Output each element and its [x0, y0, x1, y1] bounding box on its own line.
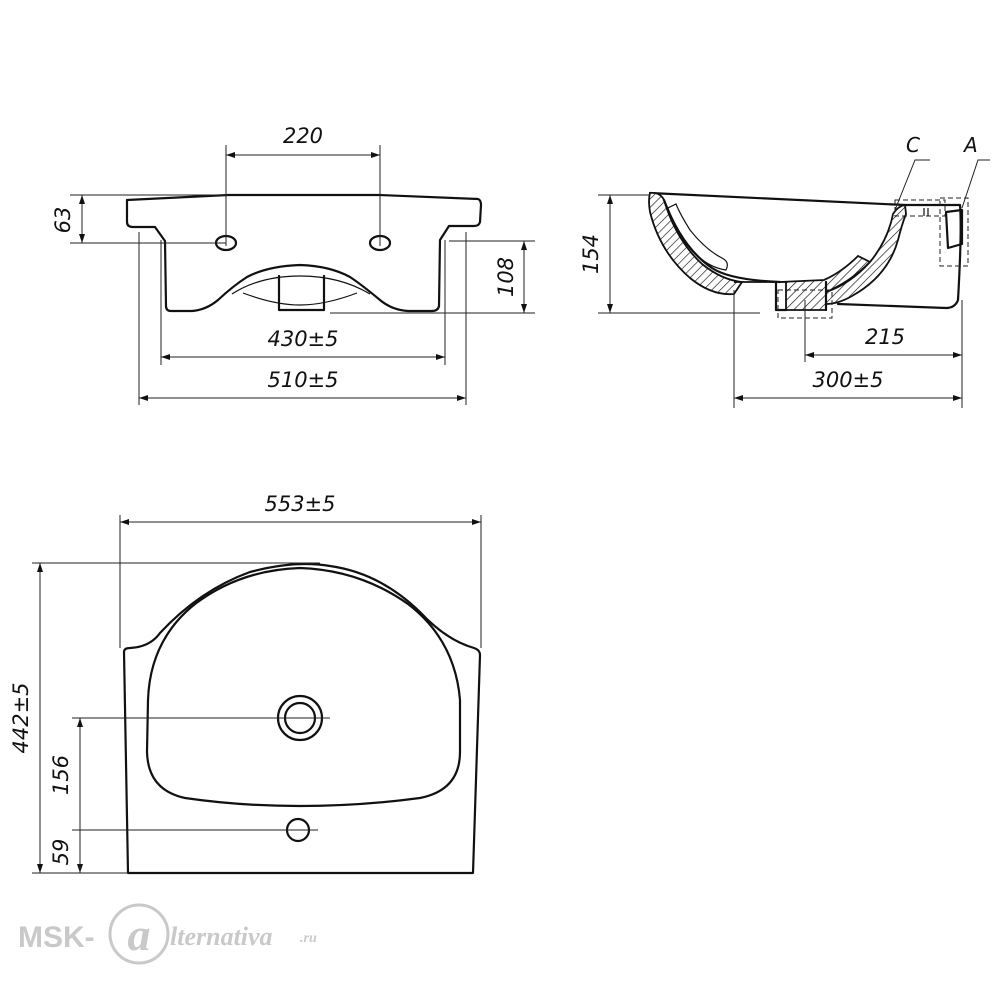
side-view-section-front [648, 191, 744, 296]
dim-overall-width: 510±5 [267, 368, 338, 392]
front-view-bowl-line [231, 275, 371, 295]
dim-top-length: 442±5 [9, 682, 33, 753]
side-view: C A 154 215 300±5 [579, 133, 990, 408]
front-view: 220 63 108 430±5 510±5 [51, 124, 535, 405]
watermark-prefix: MSK- [18, 921, 95, 954]
front-view-drain [277, 274, 326, 312]
dim-side-height: 154 [579, 234, 603, 274]
front-view-bowl-bottom [242, 292, 358, 306]
side-view-mount-detail [939, 197, 969, 267]
label-c: C [906, 133, 920, 157]
side-view-drain [774, 280, 828, 312]
watermark-at-letter: a [128, 909, 151, 960]
dim-tap-hole-position: 59 [49, 839, 73, 866]
top-view-outline [122, 562, 482, 875]
watermark-logo: MSK- a lternativa .ru [18, 903, 317, 965]
side-view-rib-slot [667, 203, 728, 271]
top-view: 553±5 442±5 156 59 [9, 492, 482, 875]
watermark-at-circle [108, 903, 170, 965]
side-view-mount-bracket [944, 208, 964, 250]
dim-inner-width: 430±5 [267, 327, 338, 351]
dim-drain-position: 156 [49, 755, 73, 795]
dim-bowl-depth: 108 [494, 257, 518, 297]
watermark-suffix: lternativa [170, 922, 273, 951]
side-view-back-wall [836, 203, 962, 310]
dim-rim-height: 63 [51, 207, 75, 234]
top-view-bowl [145, 566, 462, 808]
label-a: A [962, 133, 978, 157]
front-view-outline [125, 193, 483, 313]
dim-side-depth: 300±5 [812, 368, 883, 392]
dim-drain-offset: 215 [865, 325, 905, 349]
side-view-section-rear [825, 203, 907, 305]
dim-hole-spacing: 220 [283, 124, 323, 148]
dim-top-width: 553±5 [264, 492, 335, 516]
side-view-bowl-curve [662, 198, 782, 284]
side-view-c-detail [894, 199, 946, 217]
watermark-domain: .ru [300, 931, 317, 946]
side-view-rim [648, 191, 907, 207]
